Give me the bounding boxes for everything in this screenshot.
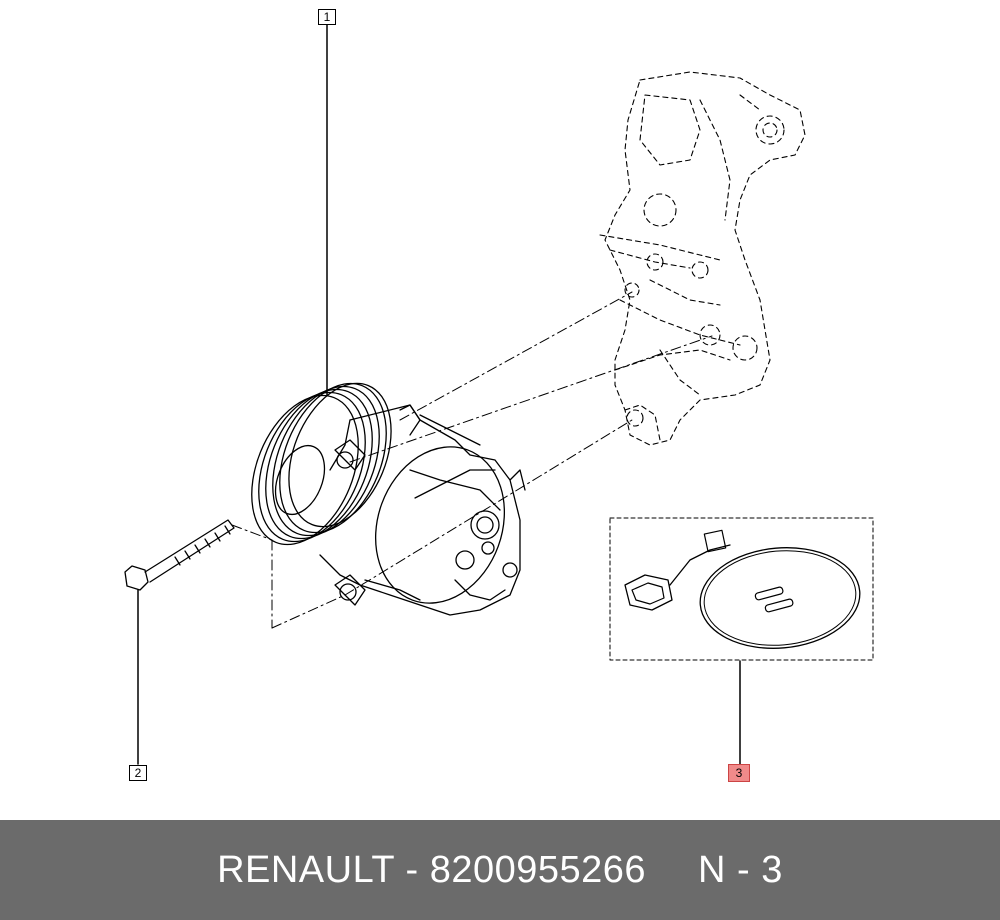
reference-label: N - 3 <box>698 848 783 891</box>
bolt-icon <box>124 519 235 591</box>
alignment-line-upper <box>399 291 633 421</box>
bracket-icon <box>599 71 806 446</box>
alignment-line-bolt <box>231 524 273 541</box>
alignment-line-middle <box>349 335 713 463</box>
compressor-icon <box>251 382 526 616</box>
alignment-line-lower <box>344 419 633 596</box>
alignment-line-base <box>271 594 346 629</box>
callout-2: 2 <box>129 765 147 781</box>
part-number-label: RENAULT - 8200955266 <box>217 848 647 891</box>
footer-bar: RENAULT - 8200955266 N - 3 <box>0 820 1000 920</box>
callout-1: 1 <box>318 9 336 25</box>
parts-diagram <box>124 24 874 765</box>
wiring-harness-icon <box>609 517 874 661</box>
callout-3: 3 <box>728 764 750 782</box>
